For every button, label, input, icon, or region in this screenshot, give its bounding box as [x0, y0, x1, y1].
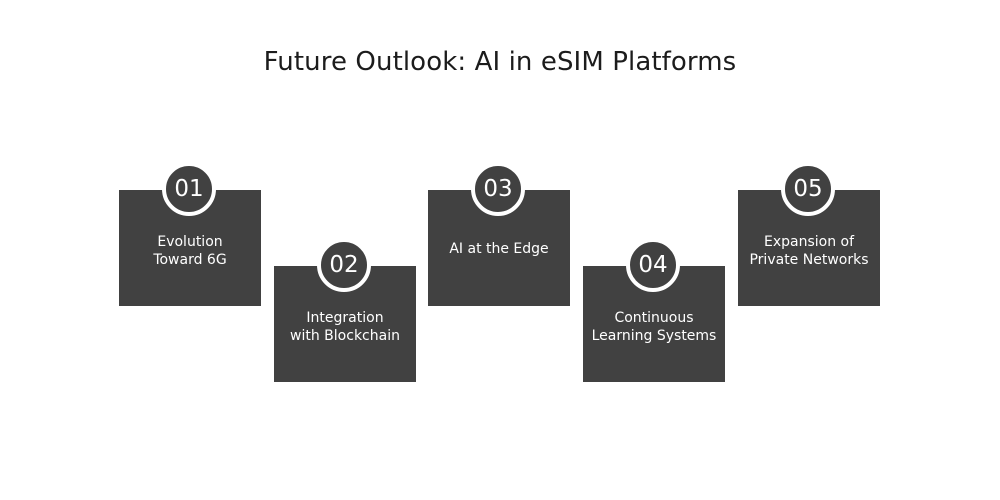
- step-label: Evolution Toward 6G: [153, 234, 227, 268]
- step-number-badge: 04: [626, 238, 680, 292]
- step-label: Continuous Learning Systems: [591, 310, 717, 344]
- step-card-3: 03 AI at the Edge: [428, 162, 570, 306]
- step-card-4: 04 Continuous Learning Systems: [583, 238, 725, 382]
- step-card-1: 01 Evolution Toward 6G: [119, 162, 261, 306]
- step-number: 02: [329, 252, 359, 278]
- step-number: 03: [483, 176, 513, 202]
- step-label: AI at the Edge: [449, 241, 549, 257]
- step-number-badge: 05: [781, 162, 835, 216]
- step-label: Expansion of Private Networks: [749, 234, 869, 268]
- step-card-2: 02 Integration with Blockchain: [274, 238, 416, 382]
- step-number-badge: 02: [317, 238, 371, 292]
- step-number-badge: 03: [471, 162, 525, 216]
- step-card-5: 05 Expansion of Private Networks: [738, 162, 880, 306]
- step-number: 01: [174, 176, 204, 202]
- page-title: Future Outlook: AI in eSIM Platforms: [263, 47, 737, 77]
- step-label: Integration with Blockchain: [290, 310, 400, 344]
- step-number: 05: [793, 176, 823, 202]
- step-number: 04: [638, 252, 668, 278]
- step-number-badge: 01: [162, 162, 216, 216]
